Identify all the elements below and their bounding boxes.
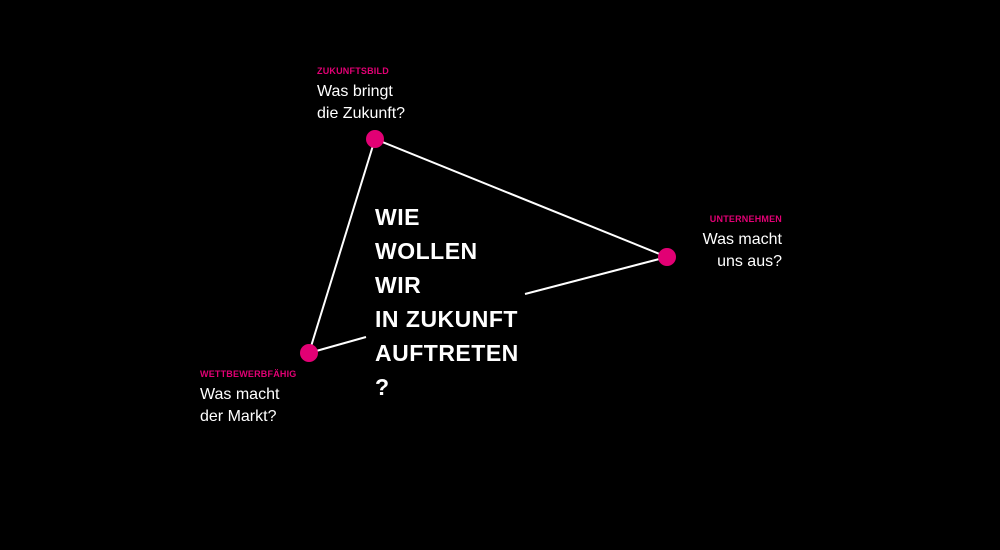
edge-right-center: [524, 256, 668, 295]
edge-top-bottom: [308, 138, 376, 354]
node-top-label: ZUKUNFTSBILD Was bringt die Zukunft?: [317, 66, 405, 125]
node-right-kicker: UNTERNEHMEN: [709, 214, 782, 224]
node-dot-top: [366, 130, 384, 148]
central-question-line-5: AUFTRETEN: [375, 340, 519, 366]
node-top-question-line-1: Was bringt: [317, 83, 393, 100]
node-dot-right: [658, 248, 676, 266]
central-question-line-2: WOLLEN: [375, 238, 478, 264]
node-bottom-label: WETTBEWERBFÄHIG Was macht der Markt?: [200, 369, 297, 428]
node-top-question-line-2: die Zukunft?: [317, 105, 406, 122]
node-dot-bottom: [300, 344, 318, 362]
node-bottom-question-line-2: der Markt?: [200, 408, 277, 425]
node-bottom-kicker: WETTBEWERBFÄHIG: [200, 369, 297, 379]
central-question-line-1: WIE: [375, 204, 420, 230]
node-right-label: UNTERNEHMEN Was macht uns aus?: [660, 214, 782, 273]
node-bottom-question-line-1: Was macht: [200, 386, 280, 403]
central-question: WIE WOLLEN WIR IN ZUKUNFT AUFTRETEN ?: [375, 200, 519, 404]
central-question-line-4: IN ZUKUNFT: [375, 306, 518, 332]
central-question-line-3: WIR: [375, 272, 422, 298]
edge-top-right: [374, 138, 668, 258]
node-top-kicker: ZUKUNFTSBILD: [317, 66, 389, 76]
node-right-question-line-2: uns aus?: [717, 253, 782, 270]
edge-bottom-center: [308, 336, 367, 354]
node-right-question-line-1: Was macht: [702, 231, 782, 248]
central-question-line-6: ?: [375, 374, 390, 400]
